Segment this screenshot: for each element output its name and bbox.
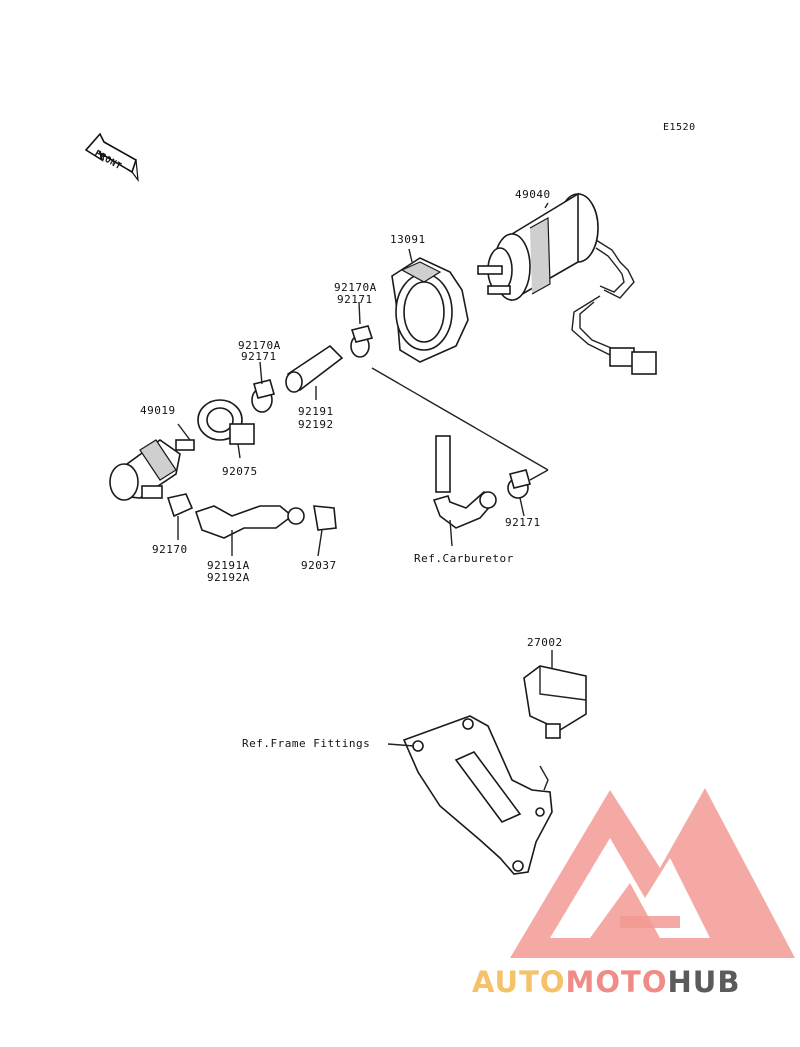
- part-label-13091: 13091: [390, 233, 426, 246]
- part-label-49019: 49019: [140, 404, 176, 417]
- automotohub-wordmark: AUTOMOTOHUB: [472, 965, 740, 999]
- clamp-mid: [251, 379, 275, 413]
- relay-27002: [523, 665, 587, 739]
- part-label-92192: 92192: [298, 418, 334, 431]
- part-label-92170A-mid: 92170A: [238, 339, 281, 352]
- part-label-92191A: 92191A: [207, 559, 250, 572]
- diagram-code: E1520: [663, 122, 696, 133]
- part-label-92037: 92037: [301, 559, 337, 572]
- part-label-92171-right: 92171: [505, 516, 541, 529]
- fuel-pump-49040: [477, 192, 657, 375]
- part-label-27002: 27002: [527, 636, 563, 649]
- carburetor-hose: [432, 435, 497, 529]
- leader-lines: [177, 202, 553, 747]
- part-label-92171-mid: 92171: [241, 350, 277, 363]
- rubber-92075: [197, 399, 255, 445]
- hose-92191A: [194, 505, 305, 539]
- automotohub-logo-icon: [510, 788, 795, 958]
- ref-carburetor: Ref.Carburetor: [414, 552, 514, 565]
- ref-frame-fittings: Ref.Frame Fittings: [242, 737, 371, 750]
- fuel-filter-49019: [109, 439, 195, 501]
- front-arrow-icon: [84, 132, 139, 183]
- part-label-92170: 92170: [152, 543, 188, 556]
- wordmark-hub: HUB: [667, 965, 741, 999]
- part-label-92191: 92191: [298, 405, 334, 418]
- wordmark-moto: MOTO: [565, 965, 668, 999]
- hose-92191: [285, 344, 344, 393]
- clamp-92037: [313, 505, 337, 531]
- part-label-92171-upper: 92171: [337, 293, 373, 306]
- part-label-92170A-upper: 92170A: [334, 281, 377, 294]
- wordmark-auto: AUTO: [472, 965, 566, 999]
- clamp-upper: [350, 325, 374, 358]
- part-label-49040: 49040: [515, 188, 551, 201]
- bracket-13091: [391, 257, 469, 363]
- part-label-92192A: 92192A: [207, 571, 250, 584]
- clamp-92171-right: [507, 469, 531, 499]
- clamp-92170: [166, 493, 194, 518]
- frame-fitting-bracket: [402, 715, 553, 875]
- part-label-92075: 92075: [222, 465, 258, 478]
